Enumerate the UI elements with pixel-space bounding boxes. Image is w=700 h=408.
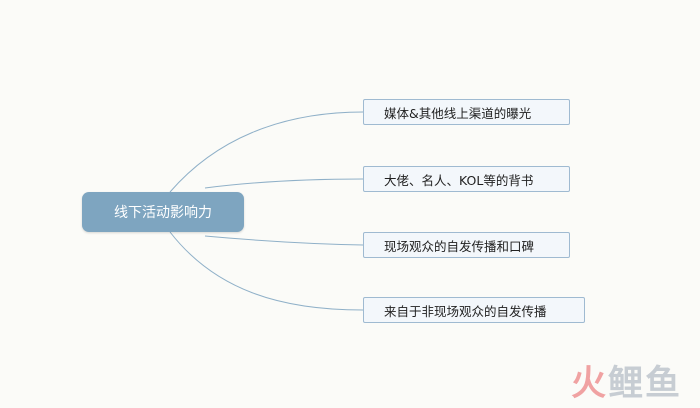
branch-topic-label: 来自于非现场观众的自发传播 <box>384 303 547 319</box>
watermark-char: 鱼 <box>644 364 680 404</box>
connector-branch-4 <box>169 231 364 311</box>
branch-topic-label: 现场观众的自发传播和口碑 <box>384 238 535 254</box>
watermark-char: 火 <box>570 364 606 404</box>
connector-branch-3 <box>204 235 364 246</box>
branch-topic-4[interactable]: 来自于非现场观众的自发传播 <box>363 297 585 323</box>
connector-branch-2 <box>204 178 364 189</box>
central-topic-label: 线下活动影响力 <box>114 205 212 221</box>
branch-topic-label: 媒体&其他线上渠道的曝光 <box>384 105 532 121</box>
branch-topic-1[interactable]: 媒体&其他线上渠道的曝光 <box>363 99 570 125</box>
branch-topic-3[interactable]: 现场观众的自发传播和口碑 <box>363 232 570 258</box>
branch-topic-label: 大佬、名人、KOL等的背书 <box>384 172 534 188</box>
branch-topic-2[interactable]: 大佬、名人、KOL等的背书 <box>363 166 570 192</box>
watermark-char: 鲤 <box>607 364 643 404</box>
connector-branch-1 <box>169 111 364 193</box>
central-topic[interactable]: 线下活动影响力 <box>82 192 244 232</box>
watermark-logo: 火 鲤 鱼 <box>571 355 680 406</box>
